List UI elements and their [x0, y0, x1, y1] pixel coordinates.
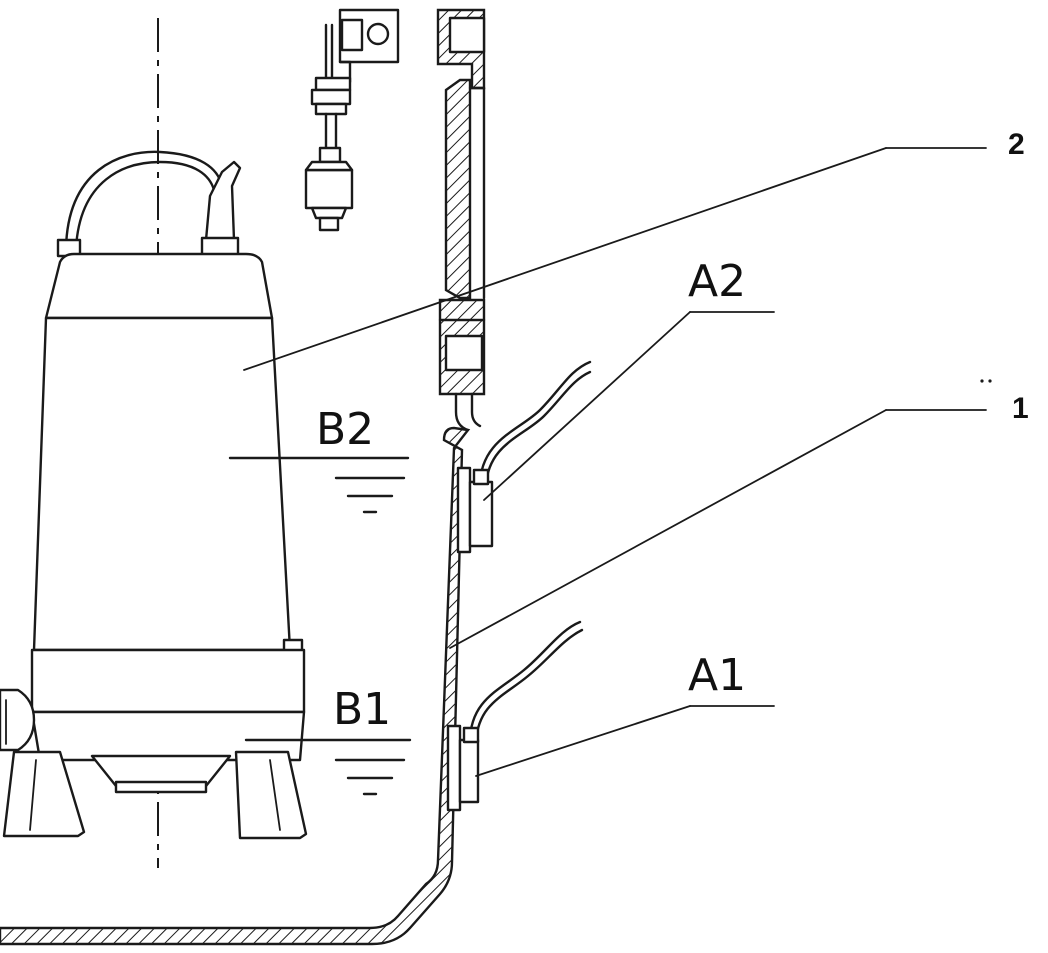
tank-wall-upper: [436, 8, 486, 432]
level-b1-label: B1: [333, 684, 391, 735]
leader-line-2: [243, 147, 987, 371]
float-switch: [304, 8, 400, 232]
water-level-b1: [244, 738, 412, 796]
leader-line-a2: [483, 311, 775, 501]
part-2-label: 2: [1008, 128, 1025, 161]
submersible-pump: [0, 150, 308, 840]
leader-line-a1: [475, 705, 775, 777]
level-b2-label: B2: [316, 404, 374, 455]
stray-mark: [980, 379, 984, 383]
part-1-label: 1: [1012, 392, 1029, 425]
sensor-a1-label: A1: [688, 650, 746, 701]
leader-line-1: [449, 409, 987, 649]
sensor-a1: [446, 620, 584, 812]
sensor-a2-label: A2: [688, 256, 746, 307]
tank-wall-lower: [0, 426, 471, 946]
water-level-b2: [228, 456, 410, 514]
stray-mark: [988, 379, 992, 383]
